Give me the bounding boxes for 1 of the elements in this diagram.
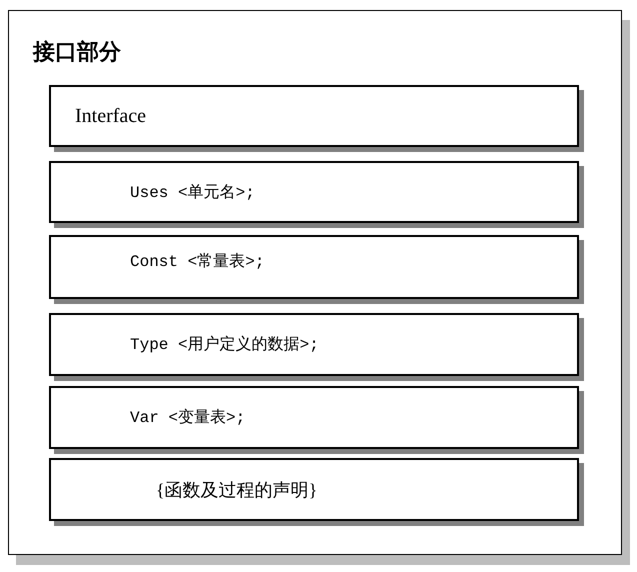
section-title: 接口部分 [33, 38, 121, 66]
